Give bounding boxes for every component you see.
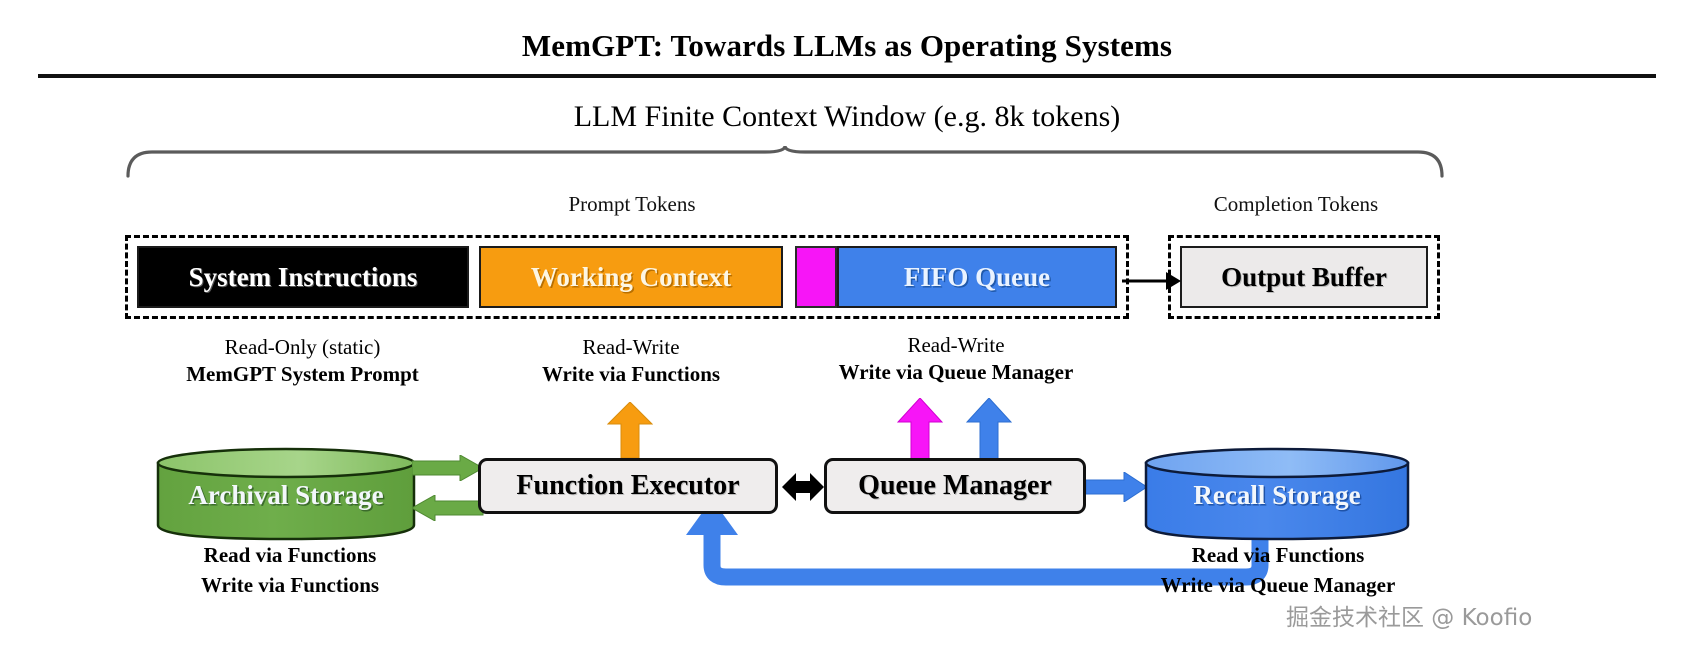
- block-working-context[interactable]: Working Context: [479, 246, 783, 308]
- prompt-tokens-label: Prompt Tokens: [568, 192, 696, 216]
- function-executor-box[interactable]: Function Executor: [478, 458, 778, 514]
- arrow-up-orange-icon: [606, 401, 654, 463]
- caption-system-instructions: Read-Only (static) MemGPT System Prompt: [130, 334, 475, 387]
- block-fifo-queue-label: FIFO Queue: [903, 261, 1051, 292]
- block-output-buffer-label: Output Buffer: [1221, 261, 1387, 292]
- prompt-tokens-container: [125, 235, 1129, 319]
- caption-archival-line2: Write via Functions: [200, 573, 380, 598]
- arrow-queue-to-recall-icon: [1085, 471, 1148, 507]
- block-working-context-label: Working Context: [530, 261, 732, 292]
- caption-archival-line1: Read via Functions: [203, 543, 377, 567]
- queue-manager-box[interactable]: Queue Manager: [824, 458, 1086, 514]
- page-title: MemGPT: Towards LLMs as Operating System…: [521, 28, 1173, 63]
- caption-system-line1: Read-Only (static): [224, 335, 381, 359]
- completion-tokens-label: Completion Tokens: [1213, 192, 1379, 216]
- context-window-title: LLM Finite Context Window (e.g. 8k token…: [573, 100, 1121, 133]
- archival-storage-cylinder[interactable]: Archival Storage: [155, 446, 417, 547]
- caption-recall-line2: Write via Queue Manager: [1160, 573, 1396, 598]
- arrow-fifo-to-output-icon: [1122, 270, 1182, 297]
- arrow-archival-to-executor-icon: [411, 454, 485, 486]
- caption-working-line2: Write via Functions: [541, 361, 721, 386]
- arrow-up-blue-queue-icon: [965, 397, 1013, 465]
- caption-working-context: Read-Write Write via Functions: [470, 334, 792, 387]
- queue-manager-label: Queue Manager: [858, 470, 1052, 501]
- arrow-executor-to-archival-icon: [410, 494, 484, 526]
- caption-system-line2: MemGPT System Prompt: [186, 361, 419, 386]
- arrow-recall-to-executor-path-icon: [620, 495, 1280, 610]
- caption-queue-line2: Write via Queue Manager: [838, 359, 1074, 384]
- arrow-up-magenta-icon: [896, 397, 944, 465]
- title-divider: [38, 74, 1656, 78]
- arrow-executor-queue-bidirectional-icon: [782, 470, 824, 509]
- block-system-instructions-label: System Instructions: [188, 261, 418, 292]
- block-fifo-queue[interactable]: FIFO Queue: [837, 246, 1117, 308]
- block-system-instructions[interactable]: System Instructions: [137, 246, 469, 308]
- caption-recall-storage: Read via Functions Write via Queue Manag…: [1128, 540, 1428, 601]
- recall-storage-cylinder[interactable]: Recall Storage: [1143, 446, 1411, 547]
- caption-archival-storage: Read via Functions Write via Functions: [140, 540, 440, 601]
- watermark-text: 掘金技术社区 @ Koofio: [1286, 605, 1533, 631]
- block-new-message-slot[interactable]: [795, 246, 837, 308]
- caption-queue-line1: Read-Write: [907, 333, 1005, 357]
- context-brace: [125, 143, 1445, 184]
- function-executor-label: Function Executor: [516, 470, 740, 501]
- caption-recall-line1: Read via Functions: [1191, 543, 1365, 567]
- caption-working-line1: Read-Write: [582, 335, 680, 359]
- caption-fifo-queue: Read-Write Write via Queue Manager: [795, 332, 1117, 385]
- block-output-buffer[interactable]: Output Buffer: [1180, 246, 1428, 308]
